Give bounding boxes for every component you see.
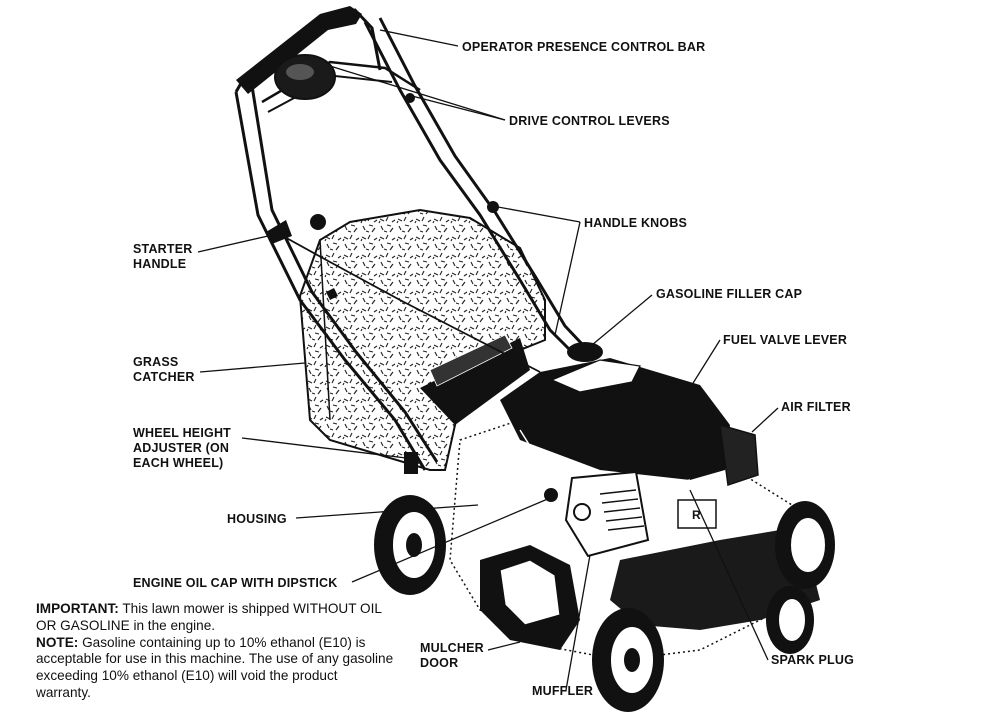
label-wheel-height-line2: ADJUSTER (ON [133,441,230,455]
label-wheel-height-line3: EACH WHEEL) [133,456,224,470]
note-label: NOTE: [36,634,79,650]
label-muffler: MUFFLER [532,684,594,698]
label-air-filter: AIR FILTER [781,400,851,414]
air-filter [719,423,759,486]
label-engine-oil-cap: ENGINE OIL CAP WITH DIPSTICK [133,576,338,590]
label-starter-handle-line2: HANDLE [133,257,187,271]
label-mulcher-door: MULCHER DOOR [420,641,484,671]
rear-wheel-right [775,501,835,589]
label-fuel-valve-lever: FUEL VALVE LEVER [723,333,848,347]
label-gasoline-filler-cap: GASOLINE FILLER CAP [656,287,803,301]
label-wheel-height-adjuster: WHEEL HEIGHT ADJUSTER (ON EACH WHEEL) [133,426,231,471]
mulcher-door [480,530,820,650]
label-grass-catcher-line2: CATCHER [133,370,195,384]
note-text: Gasoline containing up to 10% ethanol (E… [36,634,394,700]
wheel-height-adjuster [404,452,418,474]
engine: R [500,342,759,558]
grass-catcher [298,208,546,471]
label-mulcher-door-line2: DOOR [420,656,459,670]
label-housing: HOUSING [227,512,287,526]
ethanol-note: NOTE: Gasoline containing up to 10% etha… [36,635,396,702]
muffler [564,470,650,558]
label-wheel-height-line1: WHEEL HEIGHT [133,426,232,440]
handle-knob-upper [487,201,499,213]
important-label: IMPORTANT: [36,601,119,616]
starter-handle-grip [266,220,292,244]
label-grass-catcher: GRASS CATCHER [133,355,195,385]
gasoline-filler-cap [567,342,603,362]
important-note: IMPORTANT: This lawn mower is shipped WI… [36,601,396,635]
leader-lines [197,29,779,691]
label-spark-plug: SPARK PLUG [771,653,855,667]
label-operator-presence-control-bar: OPERATOR PRESENCE CONTROL BAR [462,40,706,54]
handle-knob-lower [310,214,326,230]
rear-wheel-left [374,495,446,595]
label-mulcher-door-line1: MULCHER [420,641,484,655]
front-wheel-right [766,586,814,654]
notes-block: IMPORTANT: This lawn mower is shipped WI… [36,601,396,702]
svg-text:R: R [692,508,701,522]
label-handle-knobs: HANDLE KNOBS [584,216,688,230]
handle-grip [236,6,362,94]
label-starter-handle-line1: STARTER [133,242,193,256]
important-text: This lawn mower is shipped WITHOUT OIL O… [36,601,382,633]
label-grass-catcher-line1: GRASS [133,355,179,369]
label-starter-handle: STARTER HANDLE [133,242,193,272]
label-drive-control-levers: DRIVE CONTROL LEVERS [509,114,670,128]
front-wheel-left [592,608,664,712]
